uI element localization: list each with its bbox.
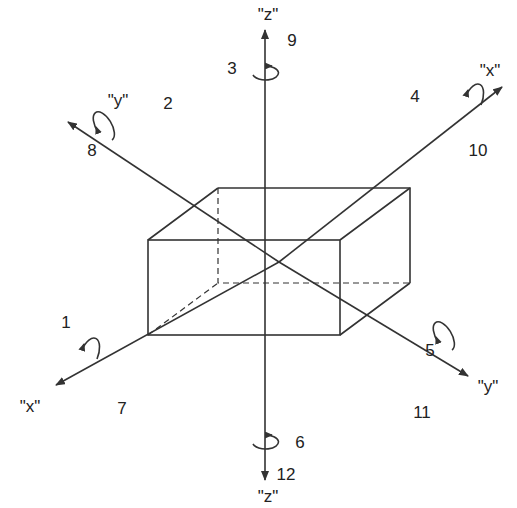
- y-axis-up: [68, 122, 279, 262]
- rotation-arrow: [433, 322, 454, 350]
- callout-number: 6: [295, 434, 304, 451]
- callout-number: 9: [287, 32, 296, 49]
- axis-name: "y": [108, 92, 129, 109]
- rotation-arrow: [466, 84, 484, 105]
- x-axis-up: [279, 87, 502, 262]
- axis-name: "z": [258, 488, 279, 505]
- callout-number: 4: [410, 88, 419, 105]
- rotation-arrow: [253, 66, 278, 80]
- rotation-arrow: [82, 338, 100, 359]
- rotation-arrow: [93, 112, 114, 140]
- y-axis-down: [279, 262, 468, 376]
- callout-number: 12: [277, 466, 296, 483]
- callout-number: 1: [61, 314, 70, 331]
- box-front-face: [148, 240, 340, 335]
- rotation-arrow: [253, 435, 278, 449]
- callout-number: 2: [163, 95, 172, 112]
- callout-number: 5: [425, 342, 434, 359]
- axis-name: "y": [478, 378, 499, 395]
- callout-number: 3: [227, 60, 236, 77]
- z-axis-down: [264, 250, 266, 480]
- callout-number: 10: [469, 142, 488, 159]
- x-axis-down: [56, 262, 279, 385]
- callout-number: 8: [87, 142, 96, 159]
- axis-name: "x": [480, 62, 501, 79]
- z-axis-up: [264, 30, 266, 250]
- axes: [56, 30, 502, 480]
- callout-number: 7: [117, 400, 126, 417]
- rotation-arrows: [82, 66, 484, 449]
- axis-name: "x": [20, 398, 41, 415]
- callout-number: 11: [413, 404, 431, 421]
- axis-name: "z": [258, 6, 279, 23]
